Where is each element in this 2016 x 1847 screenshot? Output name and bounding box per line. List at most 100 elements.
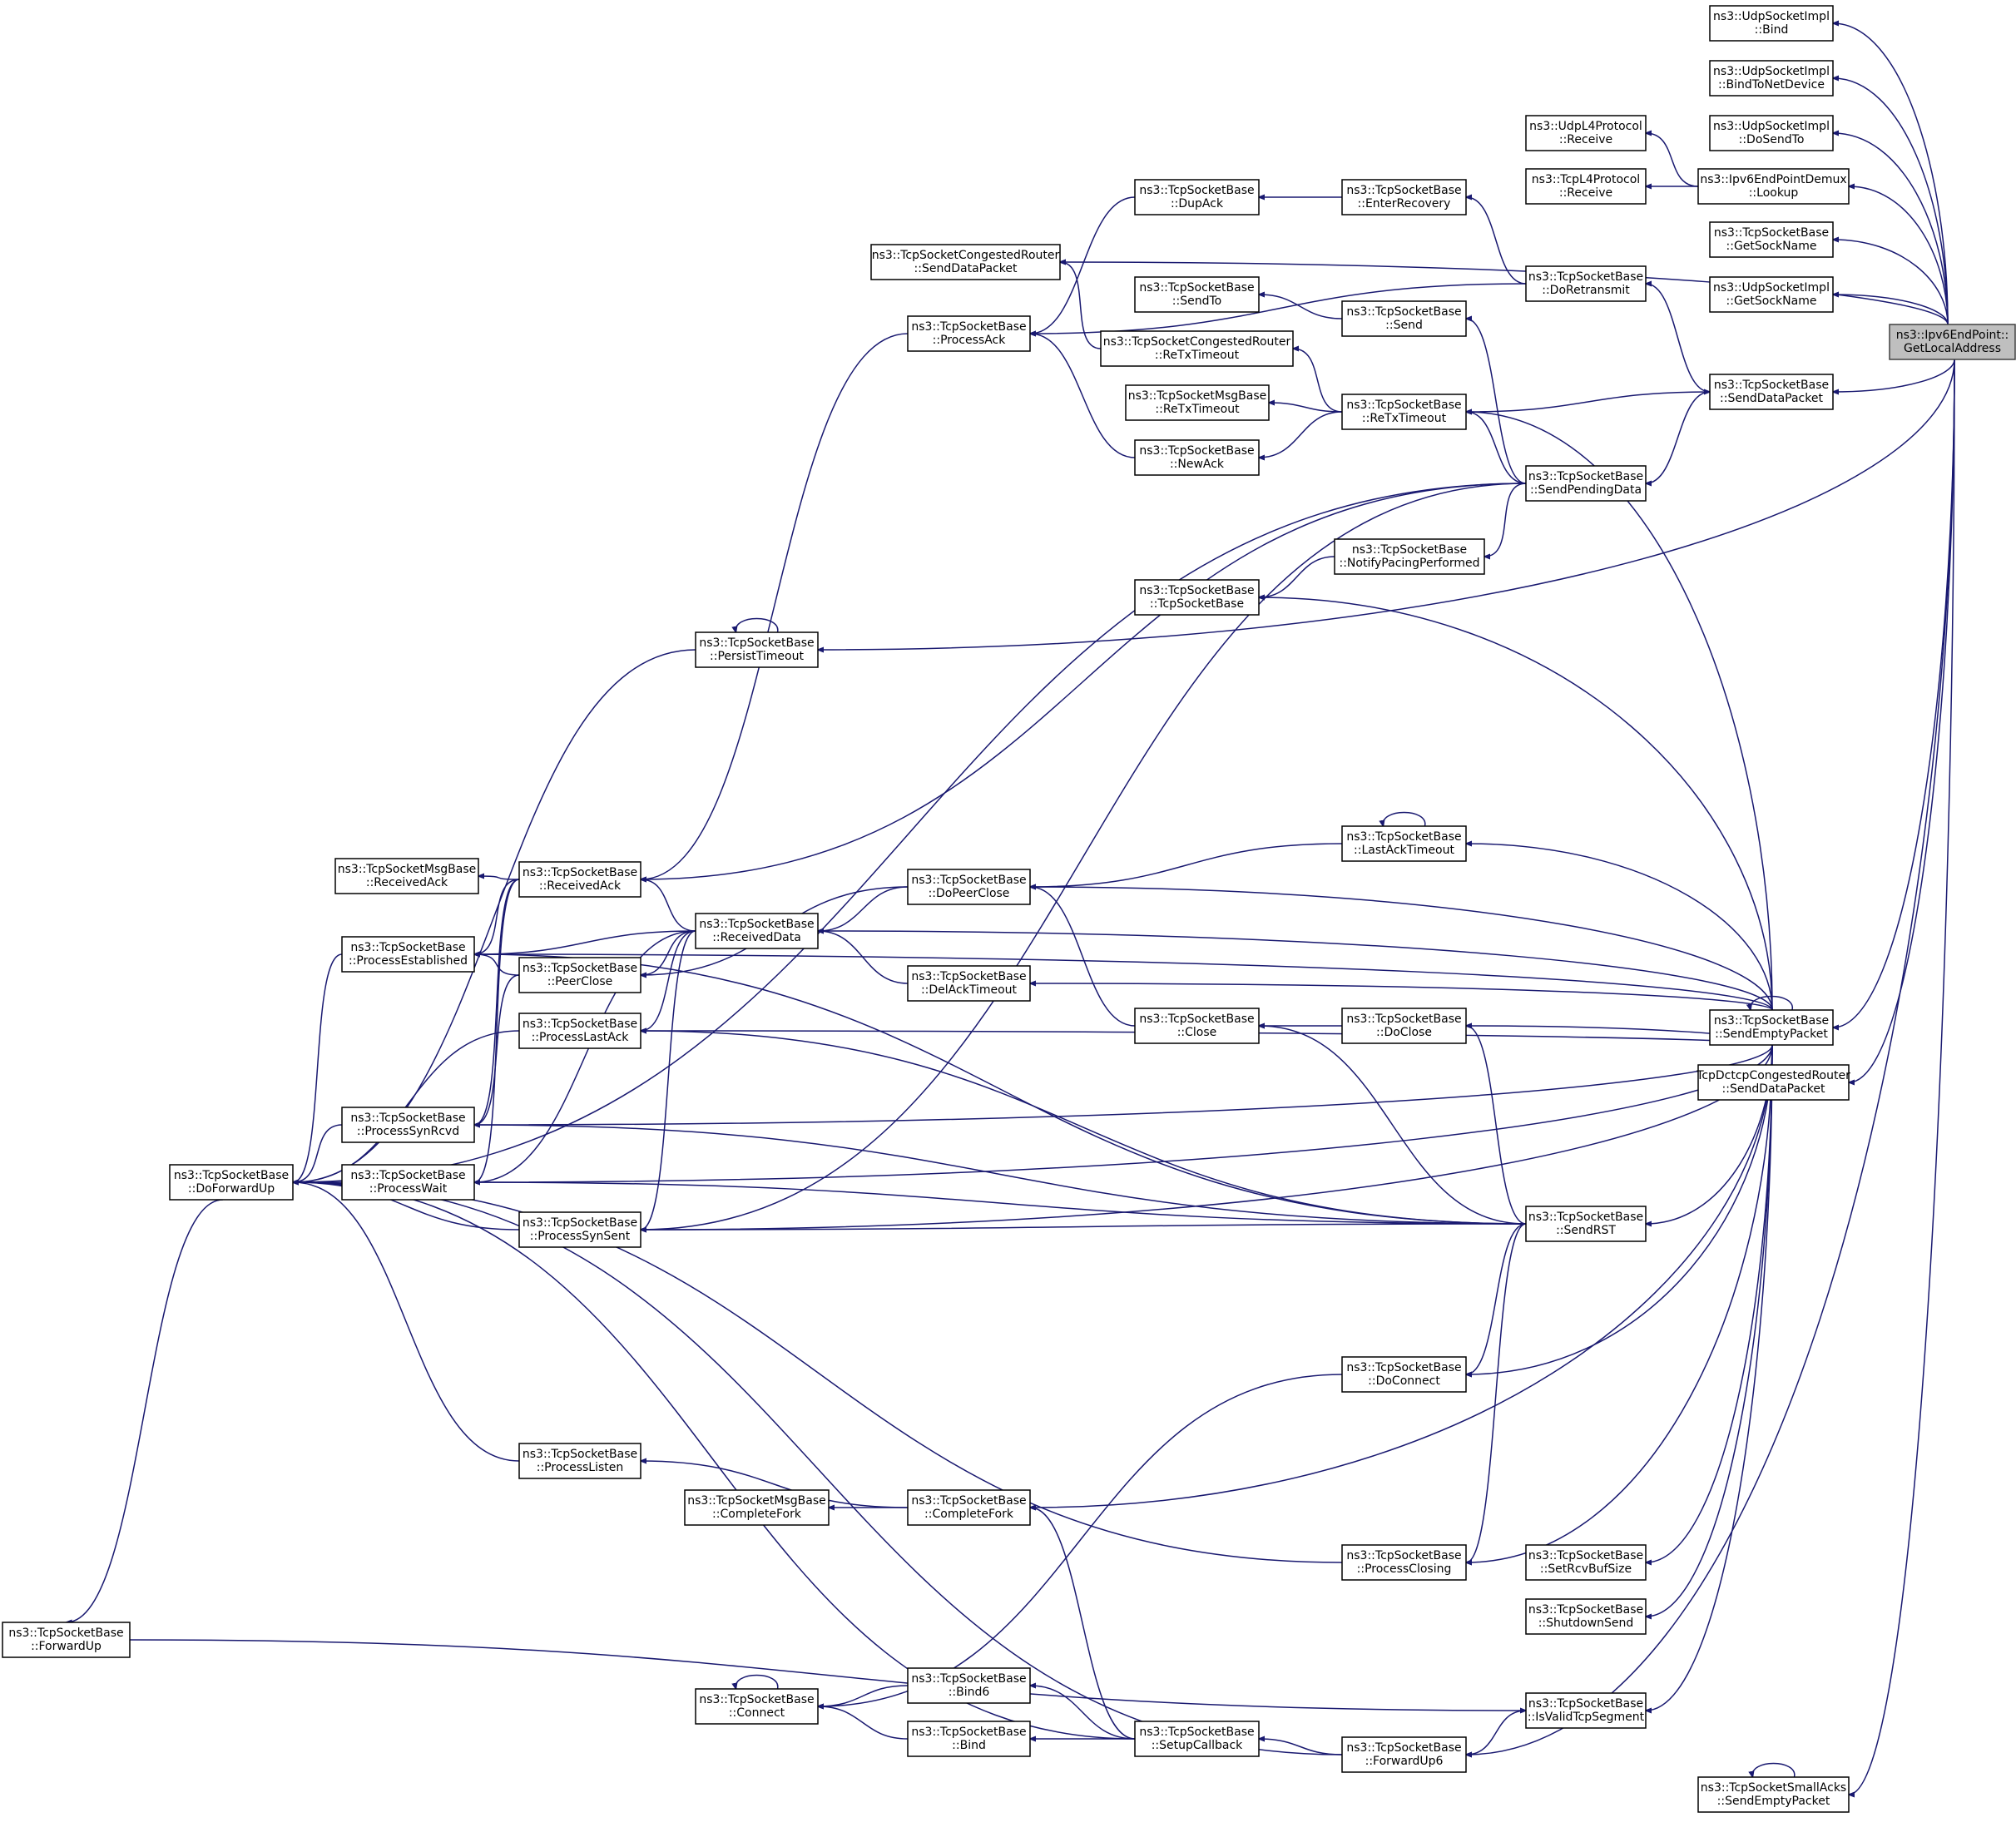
node-sendPending[interactable]: ns3::TcpSocketBase::SendPendingData <box>1525 465 1647 502</box>
node-sendEmptyPacket[interactable]: ns3::TcpSocketBase::SendEmptyPacket <box>1709 1009 1834 1046</box>
edge-shutdownSend-to-sendEmptyPacket <box>1646 1044 1773 1617</box>
node-procSynRcvd[interactable]: ns3::TcpSocketBase::ProcessSynRcvd <box>341 1107 475 1143</box>
node-sendRST[interactable]: ns3::TcpSocketBase::SendRST <box>1525 1206 1647 1242</box>
node-procListen[interactable]: ns3::TcpSocketBase::ProcessListen <box>518 1443 641 1479</box>
node-label-line: ns3::Ipv6EndPointDemux <box>1700 173 1846 186</box>
edge-reTx-to-sendPending <box>1466 412 1527 484</box>
node-procWait[interactable]: ns3::TcpSocketBase::ProcessWait <box>341 1164 475 1201</box>
node-box <box>695 913 819 949</box>
node-processAck[interactable]: ns3::TcpSocketBase::ProcessAck <box>907 315 1031 352</box>
node-procClosing[interactable]: ns3::TcpSocketBase::ProcessClosing <box>1341 1544 1467 1581</box>
node-msgCompleteFork[interactable]: ns3::TcpSocketMsgBase::CompleteFork <box>684 1489 830 1526</box>
node-smallAcks[interactable]: ns3::TcpSocketSmallAcks::SendEmptyPacket <box>1697 1776 1850 1813</box>
node-msgReTx[interactable]: ns3::TcpSocketMsgBase::ReTxTimeout <box>1125 384 1270 421</box>
node-doConnect[interactable]: ns3::TcpSocketBase::DoConnect <box>1341 1356 1467 1393</box>
node-enterRecovery[interactable]: ns3::TcpSocketBase::EnterRecovery <box>1341 179 1467 215</box>
node-shutdownSend[interactable]: ns3::TcpSocketBase::ShutdownSend <box>1525 1598 1647 1635</box>
node-label-line: ns3::TcpSocketBase <box>699 918 814 931</box>
node-label-line: ns3::TcpSocketBase <box>523 1018 637 1031</box>
node-box <box>518 861 641 898</box>
node-forwardUp6[interactable]: ns3::TcpSocketBase::ForwardUp6 <box>1341 1736 1467 1773</box>
node-label-line: ::DoPeerClose <box>929 887 1010 900</box>
node-send[interactable]: ns3::TcpSocketBase::Send <box>1341 300 1467 337</box>
edge-procWait-to-sendRST <box>474 1182 1527 1225</box>
node-label-line: ns3::TcpSocketCongestedRouter <box>872 249 1060 262</box>
node-receivedData[interactable]: ns3::TcpSocketBase::ReceivedData <box>695 913 819 949</box>
node-tcpL4Recv[interactable]: ns3::TcpL4Protocol::Receive <box>1525 168 1647 205</box>
edge-procWait-to-receivedAck <box>474 879 520 1182</box>
node-udpL4Recv[interactable]: ns3::UdpL4Protocol::Receive <box>1525 115 1647 151</box>
node-box <box>1709 115 1834 151</box>
node-demuxLookup[interactable]: ns3::Ipv6EndPointDemux::Lookup <box>1697 168 1850 205</box>
node-tcpGetSockName[interactable]: ns3::TcpSocketBase::GetSockName <box>1709 221 1834 258</box>
node-ctor[interactable]: ns3::TcpSocketBase::TcpSocketBase <box>1134 579 1260 616</box>
node-sendDataPacket[interactable]: ns3::TcpSocketBase::SendDataPacket <box>1709 374 1834 410</box>
node-udpBindNet[interactable]: ns3::UdpSocketImpl::BindToNetDevice <box>1709 60 1834 97</box>
edge-sendTo-to-send <box>1259 295 1343 319</box>
node-doPeerClose[interactable]: ns3::TcpSocketBase::DoPeerClose <box>907 869 1031 905</box>
node-notifyPacing[interactable]: ns3::TcpSocketBase::NotifyPacingPerforme… <box>1334 538 1485 575</box>
node-label-line: ::Connect <box>729 1706 785 1720</box>
node-reTx[interactable]: ns3::TcpSocketBase::ReTxTimeout <box>1341 394 1467 430</box>
node-udpGetSockName[interactable]: ns3::UdpSocketImpl::GetSockName <box>1709 276 1834 313</box>
node-procLastAck[interactable]: ns3::TcpSocketBase::ProcessLastAck <box>518 1013 641 1049</box>
node-persist[interactable]: ns3::TcpSocketBase::PersistTimeout <box>695 631 819 668</box>
node-completeFork[interactable]: ns3::TcpSocketBase::CompleteFork <box>907 1489 1031 1526</box>
node-label-line: ::SendEmptyPacket <box>1715 1027 1828 1041</box>
edge-doForwardUp-to-procClosing <box>293 1182 1343 1563</box>
node-procSynSent[interactable]: ns3::TcpSocketBase::ProcessSynSent <box>518 1211 641 1248</box>
node-box <box>341 1164 475 1201</box>
edge-doForwardUp-to-persist <box>293 649 696 1182</box>
node-label-line: ::PeerClose <box>547 975 613 988</box>
node-sendTo[interactable]: ns3::TcpSocketBase::SendTo <box>1134 276 1260 313</box>
node-label-line: ns3::TcpSocketBase <box>523 866 637 879</box>
node-congReTx[interactable]: ns3::TcpSocketCongestedRouter::ReTxTimeo… <box>1100 330 1294 367</box>
node-close[interactable]: ns3::TcpSocketBase::Close <box>1134 1008 1260 1044</box>
node-peerClose[interactable]: ns3::TcpSocketBase::PeerClose <box>518 957 641 993</box>
node-label-line: ns3::TcpSocketBase <box>699 636 814 650</box>
node-label-line: ns3::TcpSocketBase <box>1346 305 1461 319</box>
node-congSend[interactable]: ns3::TcpSocketCongestedRouter::SendDataP… <box>870 244 1061 280</box>
node-box <box>1134 1721 1260 1757</box>
node-label-line: GetLocalAddress <box>1904 342 2001 355</box>
edge-bind6-to-setupCb <box>1030 1686 1136 1740</box>
node-isValid[interactable]: ns3::TcpSocketBase::IsValidTcpSegment <box>1525 1692 1647 1729</box>
node-label-line: ::Bind <box>1755 23 1789 37</box>
edge-processAck-to-dupAck <box>1030 196 1136 334</box>
node-label-line: ns3::TcpSocketBase <box>350 941 465 954</box>
node-newAck[interactable]: ns3::TcpSocketBase::NewAck <box>1134 439 1260 476</box>
node-label-line: ::ShutdownSend <box>1538 1617 1634 1630</box>
node-bind[interactable]: ns3::TcpSocketBase::Bind <box>907 1721 1031 1757</box>
node-box <box>1341 179 1467 215</box>
node-setupCb[interactable]: ns3::TcpSocketBase::SetupCallback <box>1134 1721 1260 1757</box>
node-procEst[interactable]: ns3::TcpSocketBase::ProcessEstablished <box>341 936 475 973</box>
node-label-line: ns3::TcpSocketBase <box>1346 1549 1461 1562</box>
node-udpDoSendTo[interactable]: ns3::UdpSocketImpl::DoSendTo <box>1709 115 1834 151</box>
node-connect[interactable]: ns3::TcpSocketBase::Connect <box>695 1688 819 1725</box>
edge-receivedData-to-sendEmptyPacket <box>818 931 1773 1011</box>
node-label-line: ::ReTxTimeout <box>1155 349 1240 362</box>
node-bind6[interactable]: ns3::TcpSocketBase::Bind6 <box>907 1667 1031 1704</box>
node-msgRecvAck[interactable]: ns3::TcpSocketMsgBase::ReceivedAck <box>334 858 479 894</box>
node-box <box>1134 439 1260 476</box>
node-udpBind[interactable]: ns3::UdpSocketImpl::Bind <box>1709 5 1834 42</box>
node-label-line: ::GetSockName <box>1726 295 1817 308</box>
edge-procWait-to-receivedData <box>474 930 696 1182</box>
node-doForwardUp[interactable]: ns3::TcpSocketBase::DoForwardUp <box>169 1164 294 1201</box>
edge-dctcpSend-to-root <box>1849 359 1955 1082</box>
node-dctcpSend[interactable]: TcpDctcpCongestedRouter::SendDataPacket <box>1696 1064 1850 1101</box>
node-doClose[interactable]: ns3::TcpSocketBase::DoClose <box>1341 1008 1467 1044</box>
node-lastAckTimeout[interactable]: ns3::TcpSocketBase::LastAckTimeout <box>1341 825 1467 862</box>
node-setRcvBuf[interactable]: ns3::TcpSocketBase::SetRcvBufSize <box>1525 1544 1647 1581</box>
node-label-line: ::DoForwardUp <box>188 1182 275 1196</box>
node-delAck[interactable]: ns3::TcpSocketBase::DelAckTimeout <box>907 965 1031 1002</box>
node-box <box>1709 1009 1834 1046</box>
node-receivedAck[interactable]: ns3::TcpSocketBase::ReceivedAck <box>518 861 641 898</box>
edge-receivedData-to-doPeerClose <box>818 886 909 931</box>
node-root[interactable]: ns3::Ipv6EndPoint::GetLocalAddress <box>1889 324 2016 360</box>
node-forwardUp[interactable]: ns3::TcpSocketBase::ForwardUp <box>2 1622 131 1658</box>
node-label-line: ::Receive <box>1559 186 1612 200</box>
node-doRetransmit[interactable]: ns3::TcpSocketBase::DoRetransmit <box>1525 265 1647 302</box>
node-dupAck[interactable]: ns3::TcpSocketBase::DupAck <box>1134 179 1260 215</box>
